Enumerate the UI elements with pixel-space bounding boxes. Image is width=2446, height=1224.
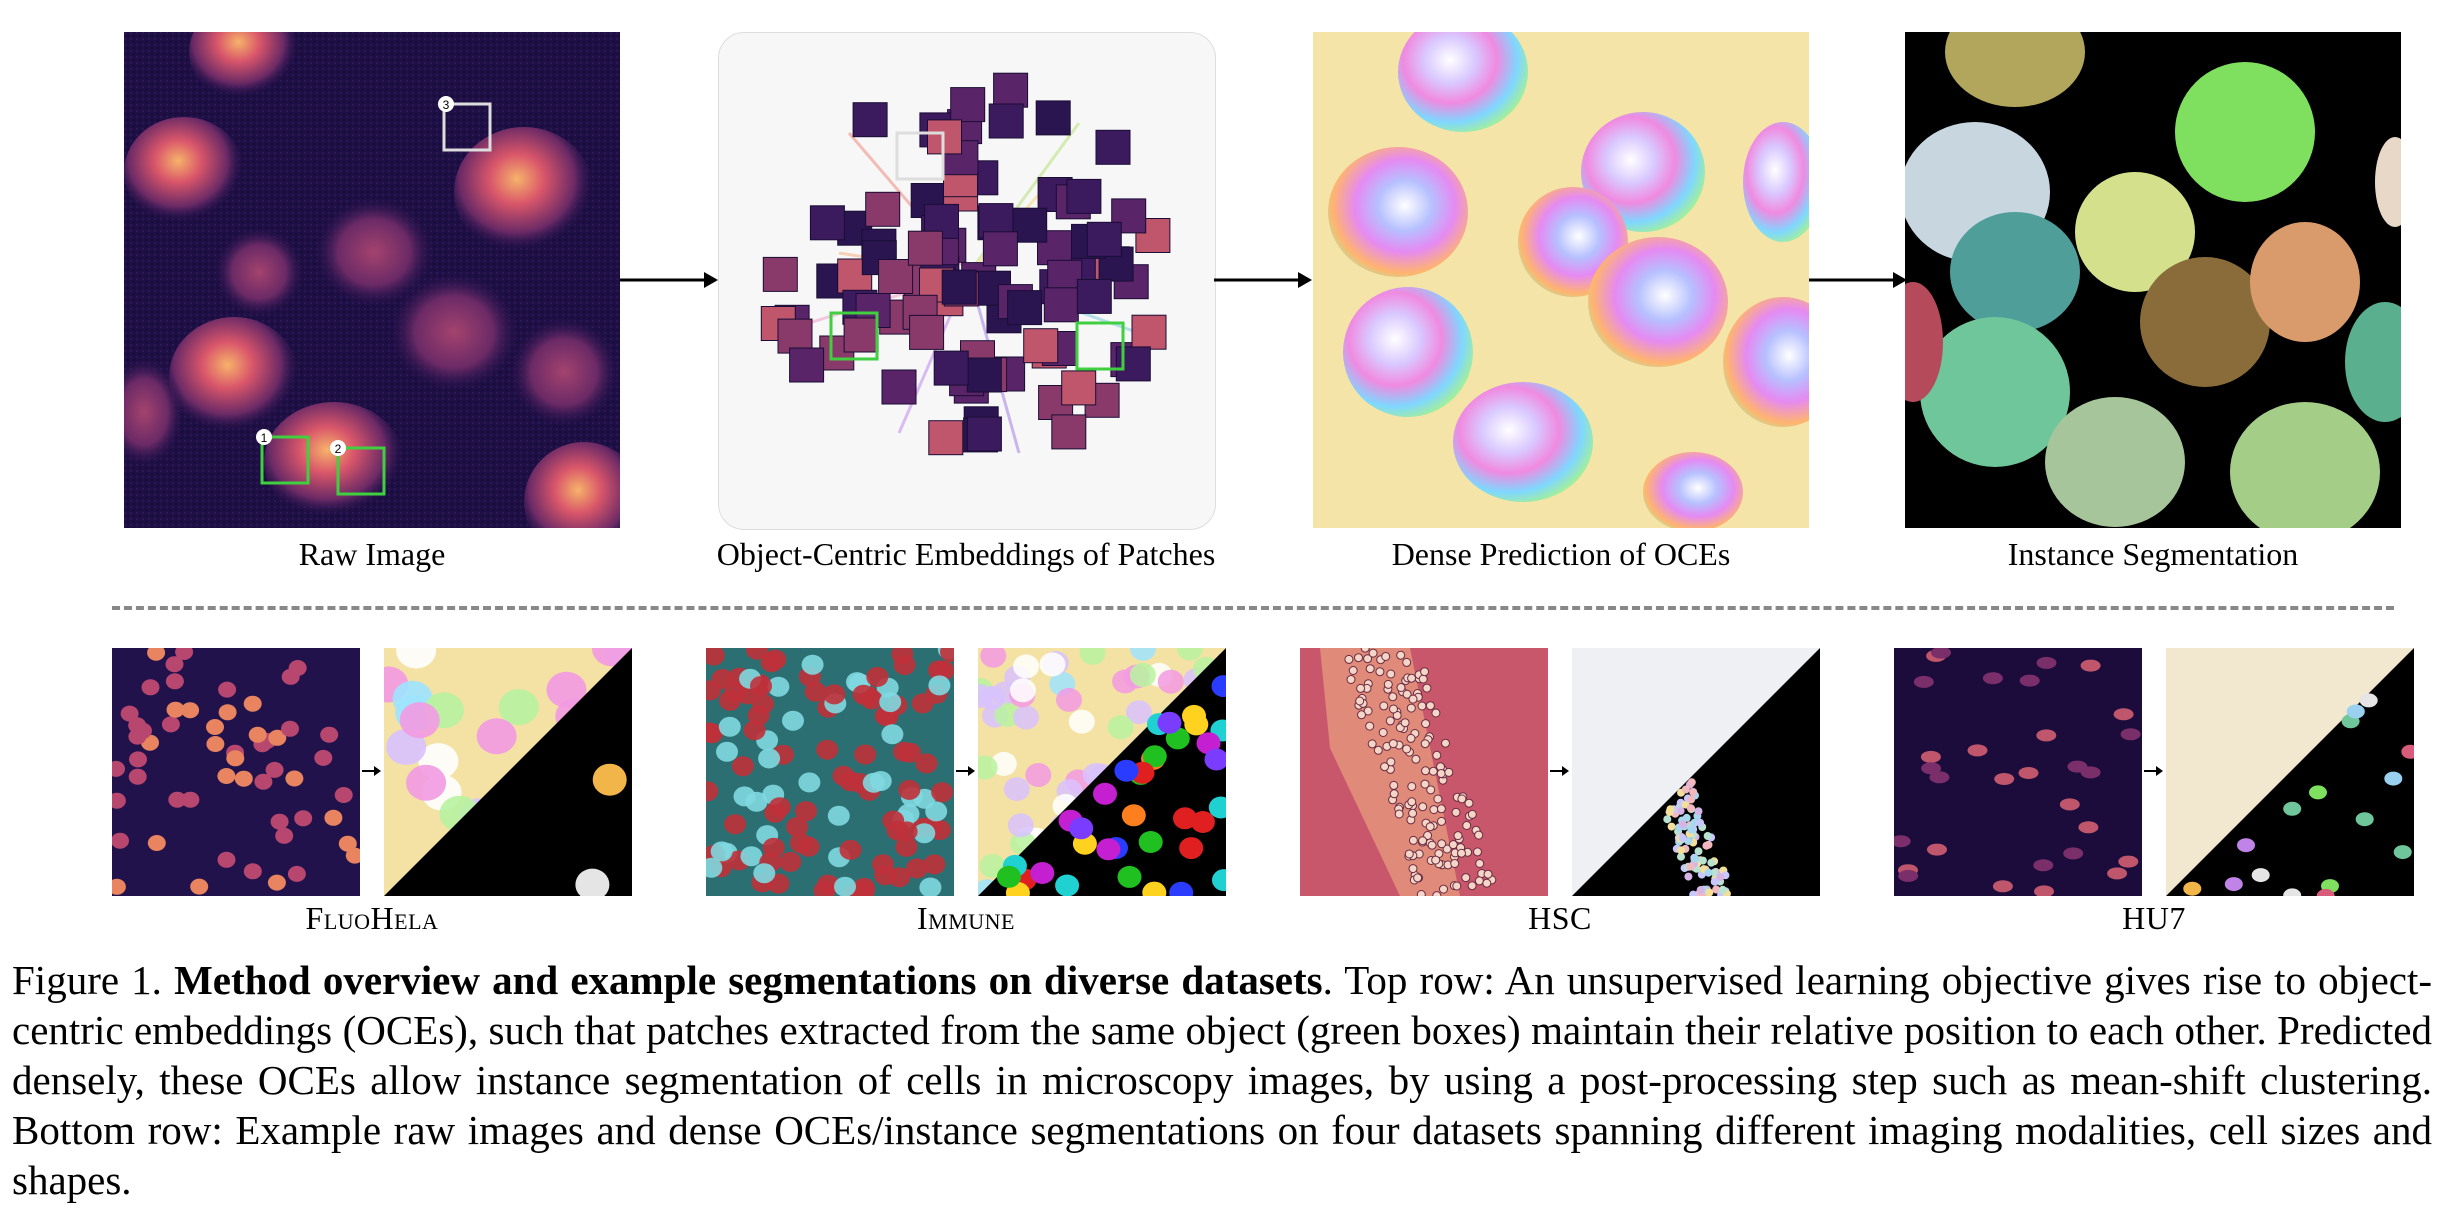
arrow-3 xyxy=(1809,272,1907,288)
figure-title: Method overview and example segmentation… xyxy=(174,957,1323,1003)
marker-1 xyxy=(256,429,272,445)
instance-segmentation-image xyxy=(1905,32,2401,528)
hu7-raw xyxy=(1894,648,2142,896)
figure-label: Figure 1. xyxy=(12,957,162,1003)
patch-box-3 xyxy=(442,102,492,152)
hu7-oce-seg xyxy=(2166,648,2414,896)
hsc-raw xyxy=(1300,648,1548,896)
figure-body: . Top row: An unsupervised learning obje… xyxy=(12,957,2433,1203)
row-separator xyxy=(112,606,2394,610)
hsc-oce-seg xyxy=(1572,648,1820,896)
caption-oce-patches: Object-Centric Embeddings of Patches xyxy=(716,536,1216,572)
marker-2 xyxy=(330,440,346,456)
marker-2-label: 2 xyxy=(335,442,342,456)
dataset-label-hu7: HU7 xyxy=(2122,900,2186,936)
fluohela-oce-seg xyxy=(384,648,632,896)
raw-image: 1 2 3 xyxy=(124,32,620,528)
instance-segmentation-panel xyxy=(1905,32,2401,528)
immune-oce-seg xyxy=(978,648,1226,896)
hsc-arrow xyxy=(1550,766,1569,776)
patch-box-1 xyxy=(260,435,310,485)
caption-raw-image: Raw Image xyxy=(298,536,446,572)
oce-patches-plot xyxy=(760,72,1171,456)
marker-3-label: 3 xyxy=(443,98,450,112)
figure-caption: Figure 1. Method overview and example se… xyxy=(12,955,2432,1205)
caption-instance-segmentation: Instance Segmentation xyxy=(2007,536,2299,572)
marker-1-label: 1 xyxy=(261,431,268,445)
arrow-1 xyxy=(620,272,718,288)
oce-patches-panel xyxy=(718,32,1216,530)
marker-3 xyxy=(438,96,454,112)
dataset-label-hsc: HSC xyxy=(1528,900,1592,936)
patch-box-2 xyxy=(336,446,386,496)
fluohela-raw xyxy=(112,648,360,896)
fluohela-arrow xyxy=(362,766,381,776)
patch-cluster xyxy=(760,72,1171,456)
dense-prediction-panel xyxy=(1313,32,1809,528)
raw-image-panel: 1 2 3 xyxy=(124,32,620,528)
hu7-arrow xyxy=(2144,766,2163,776)
dataset-label-immune: Immune xyxy=(917,900,1015,936)
dataset-label-fluohela: FluoHela xyxy=(305,900,439,936)
arrow-2 xyxy=(1214,272,1312,288)
dense-prediction-image xyxy=(1313,32,1809,528)
immune-raw xyxy=(706,648,954,896)
caption-dense-prediction: Dense Prediction of OCEs xyxy=(1391,536,1731,572)
immune-arrow xyxy=(956,766,975,776)
